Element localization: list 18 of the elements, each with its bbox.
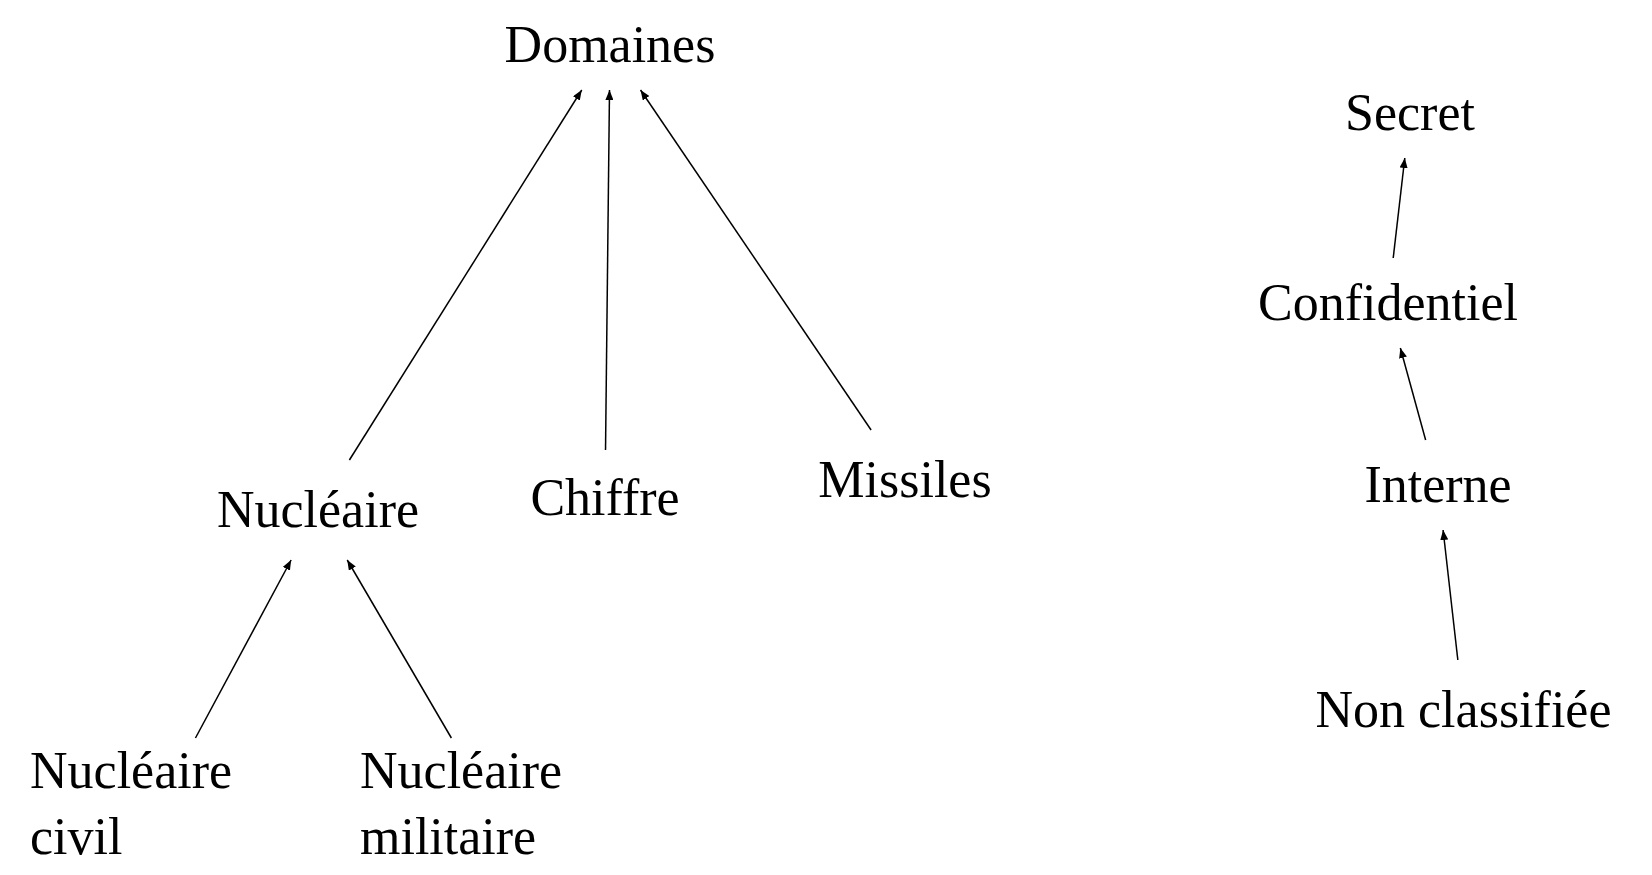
node-label: Chiffre [530,467,680,528]
node-label: Non classifiée [1315,680,1612,740]
node-label: Missiles [818,450,992,510]
node-label: Secret [1345,83,1475,143]
arrow [604,89,614,451]
arrow [1399,347,1427,441]
arrow [639,89,872,431]
node-label: Nucléaire civil [30,741,234,867]
arrow [194,559,292,739]
node-label: Interne [1364,455,1512,515]
arrow [1440,529,1459,661]
node-label: Domaines [504,15,716,75]
arrow [346,559,453,739]
node-label: Nucléaire militaire [360,741,564,867]
node-label: Nucléaire [216,480,420,540]
arrow [1392,157,1408,259]
arrow [348,89,583,461]
node-label: Confidentiel [1258,273,1518,333]
